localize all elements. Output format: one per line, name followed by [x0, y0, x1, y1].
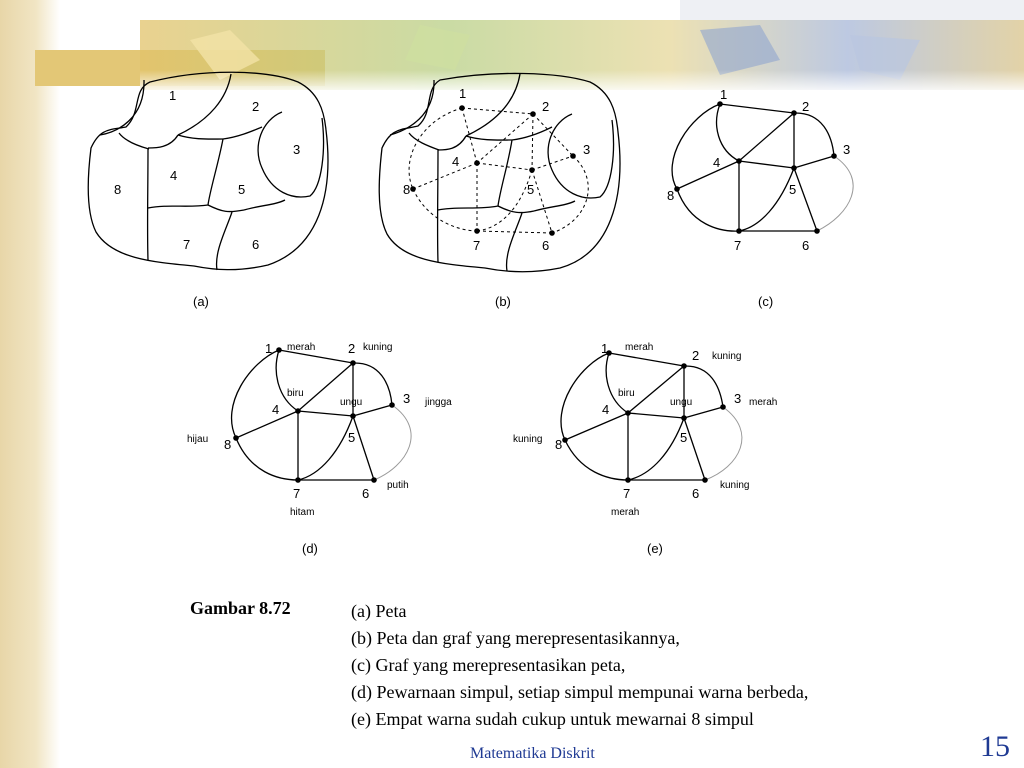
figure-label: Gambar 8.72: [190, 598, 291, 618]
vertex-4: 4: [602, 402, 609, 417]
color-label-8: hijau: [187, 434, 208, 445]
map-b: [378, 72, 621, 273]
caption-line-d: (d) Pewarnaan simpul, setiap simpul memp…: [351, 682, 809, 702]
color-label-5: ungu: [670, 397, 692, 408]
vertex-4: 4: [713, 155, 720, 170]
page-number: 15: [980, 730, 1010, 763]
vertex-5: 5: [789, 182, 796, 197]
region-1: 1: [459, 86, 466, 101]
graph-e-vertex-labels: 1 2 3 4 5 6 7 8: [555, 341, 741, 501]
vertex-7: 7: [293, 486, 300, 501]
vertex-1: 1: [265, 341, 272, 356]
region-4: 4: [170, 168, 177, 183]
vertex-7: 7: [623, 486, 630, 501]
color-label-6: kuning: [720, 480, 749, 491]
footer-title: Matematika Diskrit: [470, 745, 595, 762]
region-2: 2: [252, 99, 259, 114]
caption-d: (d): [302, 541, 318, 556]
caption-line-c: (c) Graf yang merepresentasikan peta,: [351, 655, 626, 675]
color-label-3: jingga: [424, 397, 452, 408]
vertex-6: 6: [802, 238, 809, 253]
vertex-5: 5: [680, 430, 687, 445]
region-1: 1: [169, 88, 176, 103]
region-6: 6: [542, 238, 549, 253]
region-8: 8: [114, 182, 121, 197]
region-3: 3: [293, 142, 300, 157]
region-6: 6: [252, 237, 259, 252]
vertex-7: 7: [734, 238, 741, 253]
region-5: 5: [527, 182, 534, 197]
color-label-4: biru: [287, 388, 304, 399]
graph-e-nodes: [562, 350, 726, 483]
caption-c: (c): [758, 294, 773, 309]
vertex-1: 1: [601, 341, 608, 356]
vertex-6: 6: [362, 486, 369, 501]
vertex-3: 3: [734, 391, 741, 406]
graph-c-light-edge: [816, 155, 854, 232]
graph-c-nodes: [674, 101, 837, 234]
region-2: 2: [542, 99, 549, 114]
caption-line-a: (a) Peta: [351, 601, 407, 621]
map-b-dual-graph: [408, 107, 589, 234]
caption-b: (b): [495, 294, 511, 309]
color-label-1: merah: [625, 342, 653, 353]
region-8: 8: [403, 182, 410, 197]
graph-c-edges: [671, 103, 835, 232]
vertex-4: 4: [272, 402, 279, 417]
graph-d-light-edge: [373, 404, 412, 481]
graph-c-labels: 1 2 3 4 5 6 7 8: [667, 87, 850, 253]
region-7: 7: [473, 238, 480, 253]
color-label-3: merah: [749, 397, 777, 408]
graph-e-color-labels: merah kuning merah biru ungu kuning mera…: [513, 342, 777, 518]
color-label-1: merah: [287, 342, 315, 353]
vertex-6: 6: [692, 486, 699, 501]
color-label-2: kuning: [363, 342, 392, 353]
vertex-5: 5: [348, 430, 355, 445]
map-a: [87, 71, 329, 271]
region-5: 5: [238, 182, 245, 197]
color-label-6: putih: [387, 480, 409, 491]
map-a-labels: 1 2 3 4 5 6 7 8: [114, 88, 300, 252]
graph-d-vertex-labels: 1 2 3 4 5 6 7 8: [224, 341, 410, 501]
graph-d-edges: [230, 349, 393, 481]
color-label-7: hitam: [290, 507, 314, 518]
region-3: 3: [583, 142, 590, 157]
vertex-3: 3: [403, 391, 410, 406]
caption-a: (a): [193, 294, 209, 309]
vertex-8: 8: [555, 437, 562, 452]
vertex-8: 8: [224, 437, 231, 452]
caption-line-b: (b) Peta dan graf yang merepresentasikan…: [351, 628, 680, 648]
vertex-2: 2: [348, 341, 355, 356]
vertex-2: 2: [802, 99, 809, 114]
caption-line-e: (e) Empat warna sudah cukup untuk mewarn…: [351, 709, 754, 729]
color-label-5: ungu: [340, 397, 362, 408]
graph-d-nodes: [233, 347, 395, 483]
color-label-2: kuning: [712, 351, 741, 362]
region-4: 4: [452, 154, 459, 169]
caption-e: (e): [647, 541, 663, 556]
graph-d-color-labels: merah kuning jingga biru ungu putih hita…: [187, 342, 452, 518]
vertex-3: 3: [843, 142, 850, 157]
map-b-nodes: [410, 105, 576, 236]
vertex-8: 8: [667, 188, 674, 203]
figure-caption-lines: (a) Peta (b) Peta dan graf yang merepres…: [351, 598, 808, 733]
vertex-2: 2: [692, 348, 699, 363]
map-b-labels: 1 2 3 4 5 6 7 8: [403, 86, 590, 253]
color-label-8: kuning: [513, 434, 542, 445]
color-label-4: biru: [618, 388, 635, 399]
color-label-7: merah: [611, 507, 639, 518]
region-7: 7: [183, 237, 190, 252]
graph-e-light-edge: [704, 406, 743, 481]
vertex-1: 1: [720, 87, 727, 102]
graph-e-edges: [560, 352, 724, 481]
